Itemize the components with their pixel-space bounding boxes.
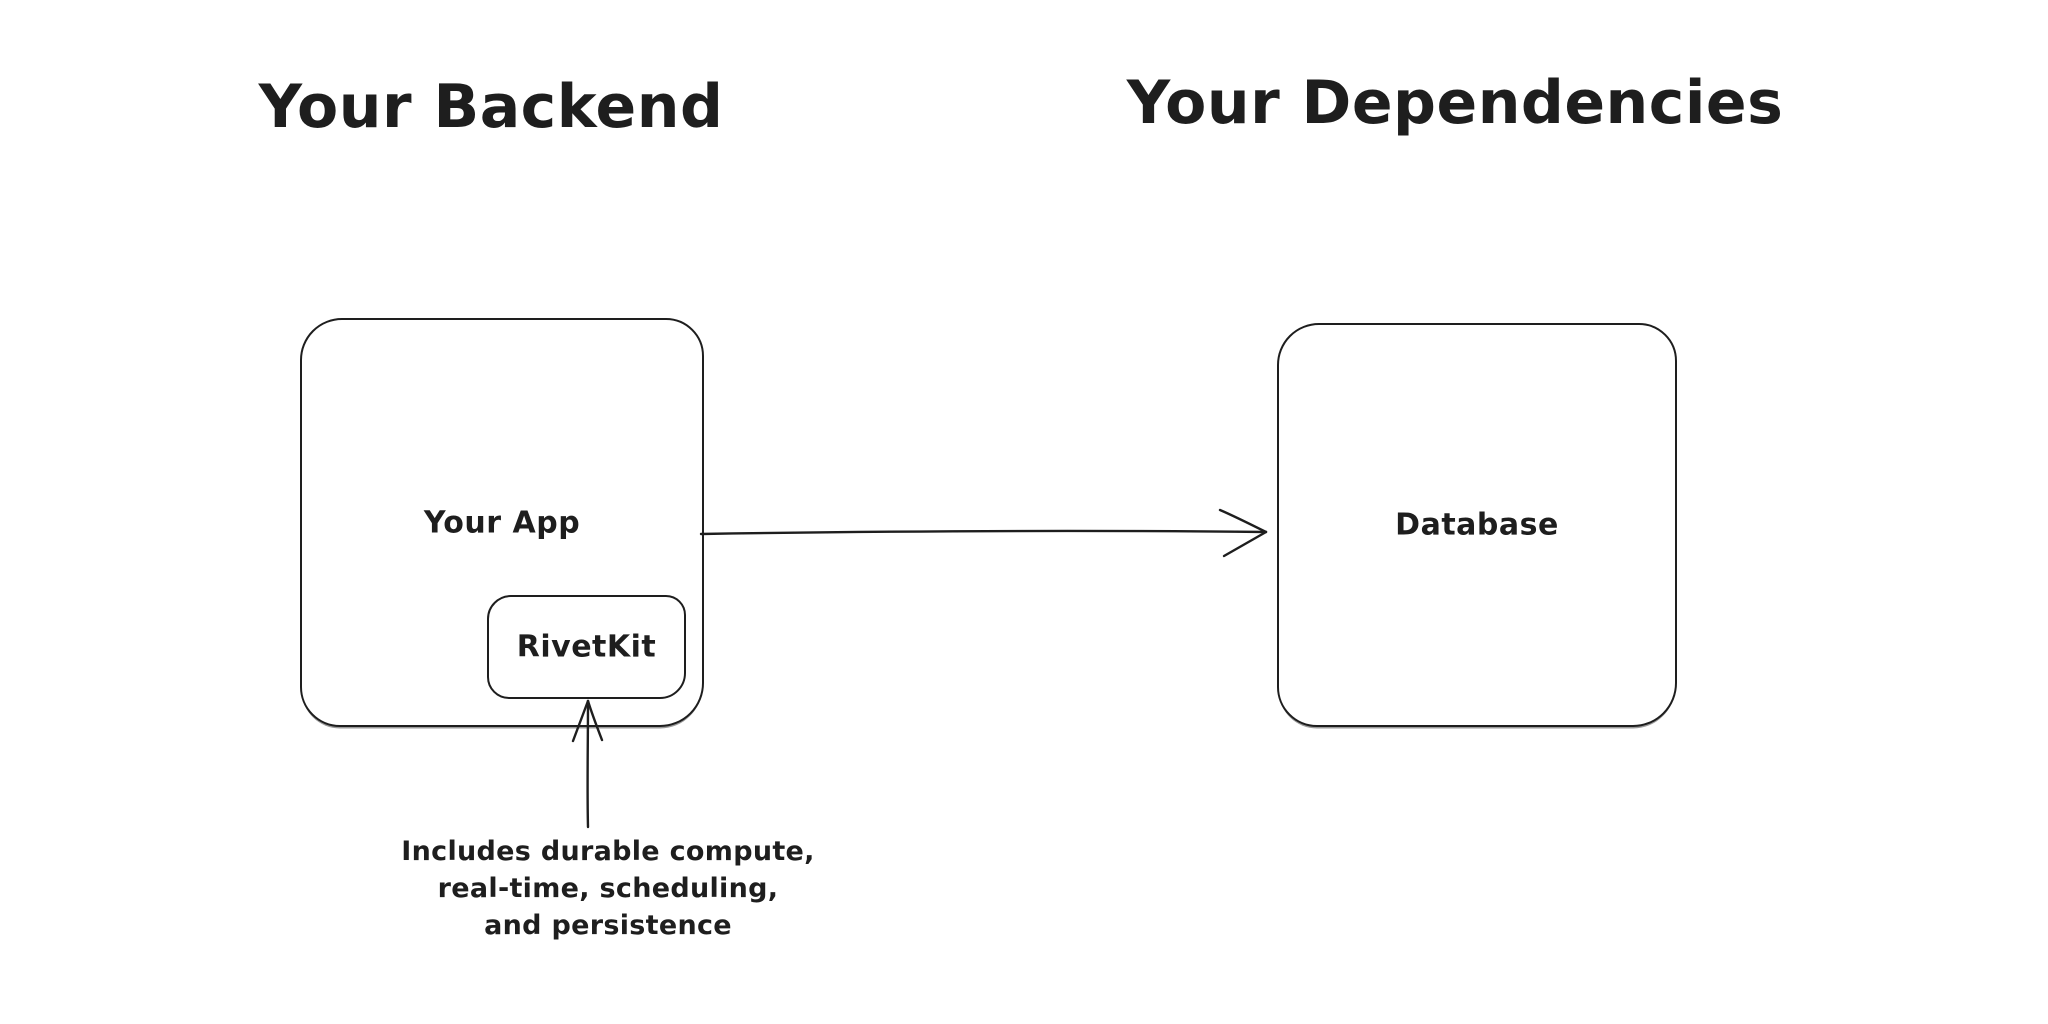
rivetkit-label: RivetKit	[516, 629, 657, 665]
backend-section-title: Your Backend	[258, 72, 724, 142]
database-node: Database	[1277, 323, 1677, 727]
arrow-right-icon	[699, 508, 1268, 558]
caption-line: and persistence	[484, 910, 732, 941]
rivetkit-node: RivetKit	[487, 595, 686, 699]
caption-line: Includes durable compute,	[401, 836, 815, 867]
your-app-node: Your App RivetKit	[300, 318, 704, 727]
caption-line: real-time, scheduling,	[437, 873, 779, 904]
database-label: Database	[1395, 507, 1559, 543]
rivetkit-caption: Includes durable compute, real-time, sch…	[401, 833, 814, 944]
your-app-label: Your App	[423, 505, 581, 540]
dependencies-section-title: Your Dependencies	[1126, 68, 1784, 138]
